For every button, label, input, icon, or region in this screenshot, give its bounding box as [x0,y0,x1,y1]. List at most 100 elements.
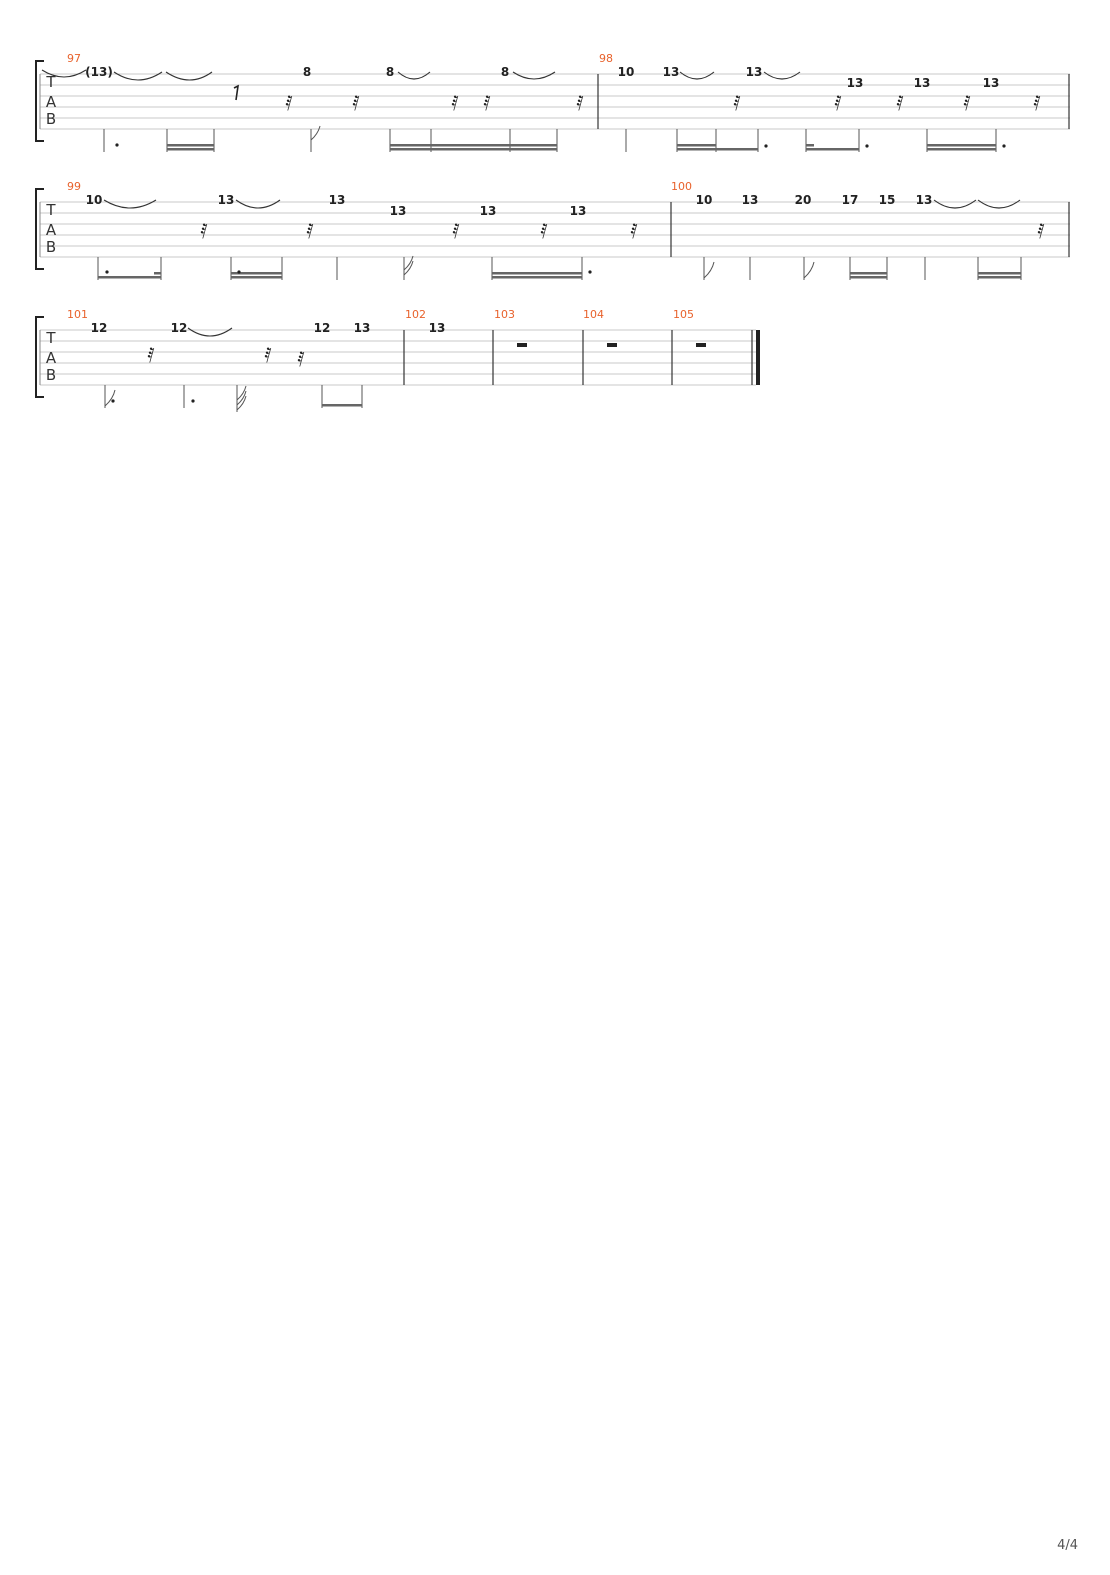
dot [588,270,592,274]
fret-number: 13 [742,193,759,207]
measure-number: 103 [494,308,515,321]
note-flag [236,385,247,401]
rest-32nd: 𝅀 [1037,219,1044,243]
measure-number: 98 [599,52,613,65]
beam [677,144,716,147]
half-rest [517,343,527,347]
note-flag [403,260,414,276]
rest-32nd: 𝅀 [963,91,970,115]
tab-system: T A B 97 (13) 𝅀 8 𝅀 8 𝅀 [35,52,1070,152]
note-flag [236,395,247,411]
measure-number: 104 [583,308,604,321]
rest-32nd: 𝅀 [1033,91,1040,115]
rest-32nd: 𝅀 [834,91,841,115]
rest-32nd: 𝅀 [264,343,271,367]
measure-number: 99 [67,180,81,193]
dot [865,144,869,148]
beam [806,148,859,151]
clef-letter-t: T [45,201,56,219]
page-number: 4/4 [1057,1538,1078,1553]
dot [115,143,119,147]
system-bracket [35,316,44,398]
note-flag [703,261,715,279]
beam [154,272,161,275]
note-flag [104,389,116,407]
fret-number: 8 [386,65,394,79]
beam [927,144,996,147]
clef-letter-a: A [46,221,57,239]
fret-number: 13 [480,204,497,218]
system-bracket [35,188,44,270]
measure-number: 101 [67,308,88,321]
rest-32nd: 𝅀 [147,343,154,367]
fret-number: 20 [795,193,812,207]
beam [978,276,1021,279]
beam [167,144,214,147]
fret-number: (13) [85,65,113,79]
fret-number: 15 [879,193,896,207]
clef-letter-b: B [46,238,56,256]
tie [103,199,157,209]
fret-number: 10 [86,193,103,207]
tie [679,71,715,80]
tie [933,199,977,209]
note-flag [803,261,815,279]
clef-letter-t: T [45,73,56,91]
dot [237,270,241,274]
fret-number: 13 [847,76,864,90]
beam [850,276,887,279]
fret-number: 13 [746,65,763,79]
tab-system: T A B 101 12 𝅀 12 𝅀 𝅀 12 13 [35,308,760,412]
fret-number: 13 [429,321,446,335]
tie [41,69,87,78]
fret-number: 10 [618,65,635,79]
dot [111,399,115,403]
rest-32nd: 𝅀 [452,219,459,243]
fret-number: 10 [696,193,713,207]
fret-number: 8 [303,65,311,79]
rest-32nd: 𝅀 [540,219,547,243]
beam [98,276,161,279]
beam [322,404,362,407]
tie [165,71,213,81]
rest-32nd: 𝅀 [352,91,359,115]
half-rest [607,343,617,347]
beam [806,144,814,147]
tie [512,71,556,80]
rest-32nd: 𝅀 [285,91,292,115]
beam [492,272,582,275]
note-flag [403,255,414,271]
tie [763,71,801,80]
tie [187,327,233,337]
fret-number: 8 [501,65,509,79]
clef-letter-b: B [46,366,56,384]
beam [390,144,557,147]
clef-letter-a: A [46,93,57,111]
measure-number: 100 [671,180,692,193]
tab-system: T A B 99 10 𝅀 13 𝅀 13 13 [35,180,1070,280]
fret-number: 13 [390,204,407,218]
fret-number: 13 [354,321,371,335]
measure-number: 105 [673,308,694,321]
system-bracket [35,60,44,142]
clef-letter-a: A [46,349,57,367]
tie [977,199,1021,209]
dot [764,144,768,148]
staff-lines [40,73,1070,130]
clef-letter-t: T [45,329,56,347]
staff-lines [40,329,756,386]
clef-letter-b: B [46,110,56,128]
measure-number: 102 [405,308,426,321]
fret-number: 13 [663,65,680,79]
fret-number: 13 [983,76,1000,90]
beam [978,272,1021,275]
fret-number: 13 [914,76,931,90]
beam [167,148,214,151]
beam [677,148,758,151]
dot [191,399,195,403]
tie [113,71,163,81]
rest-32nd: 𝅀 [733,91,740,115]
beam [390,148,557,151]
